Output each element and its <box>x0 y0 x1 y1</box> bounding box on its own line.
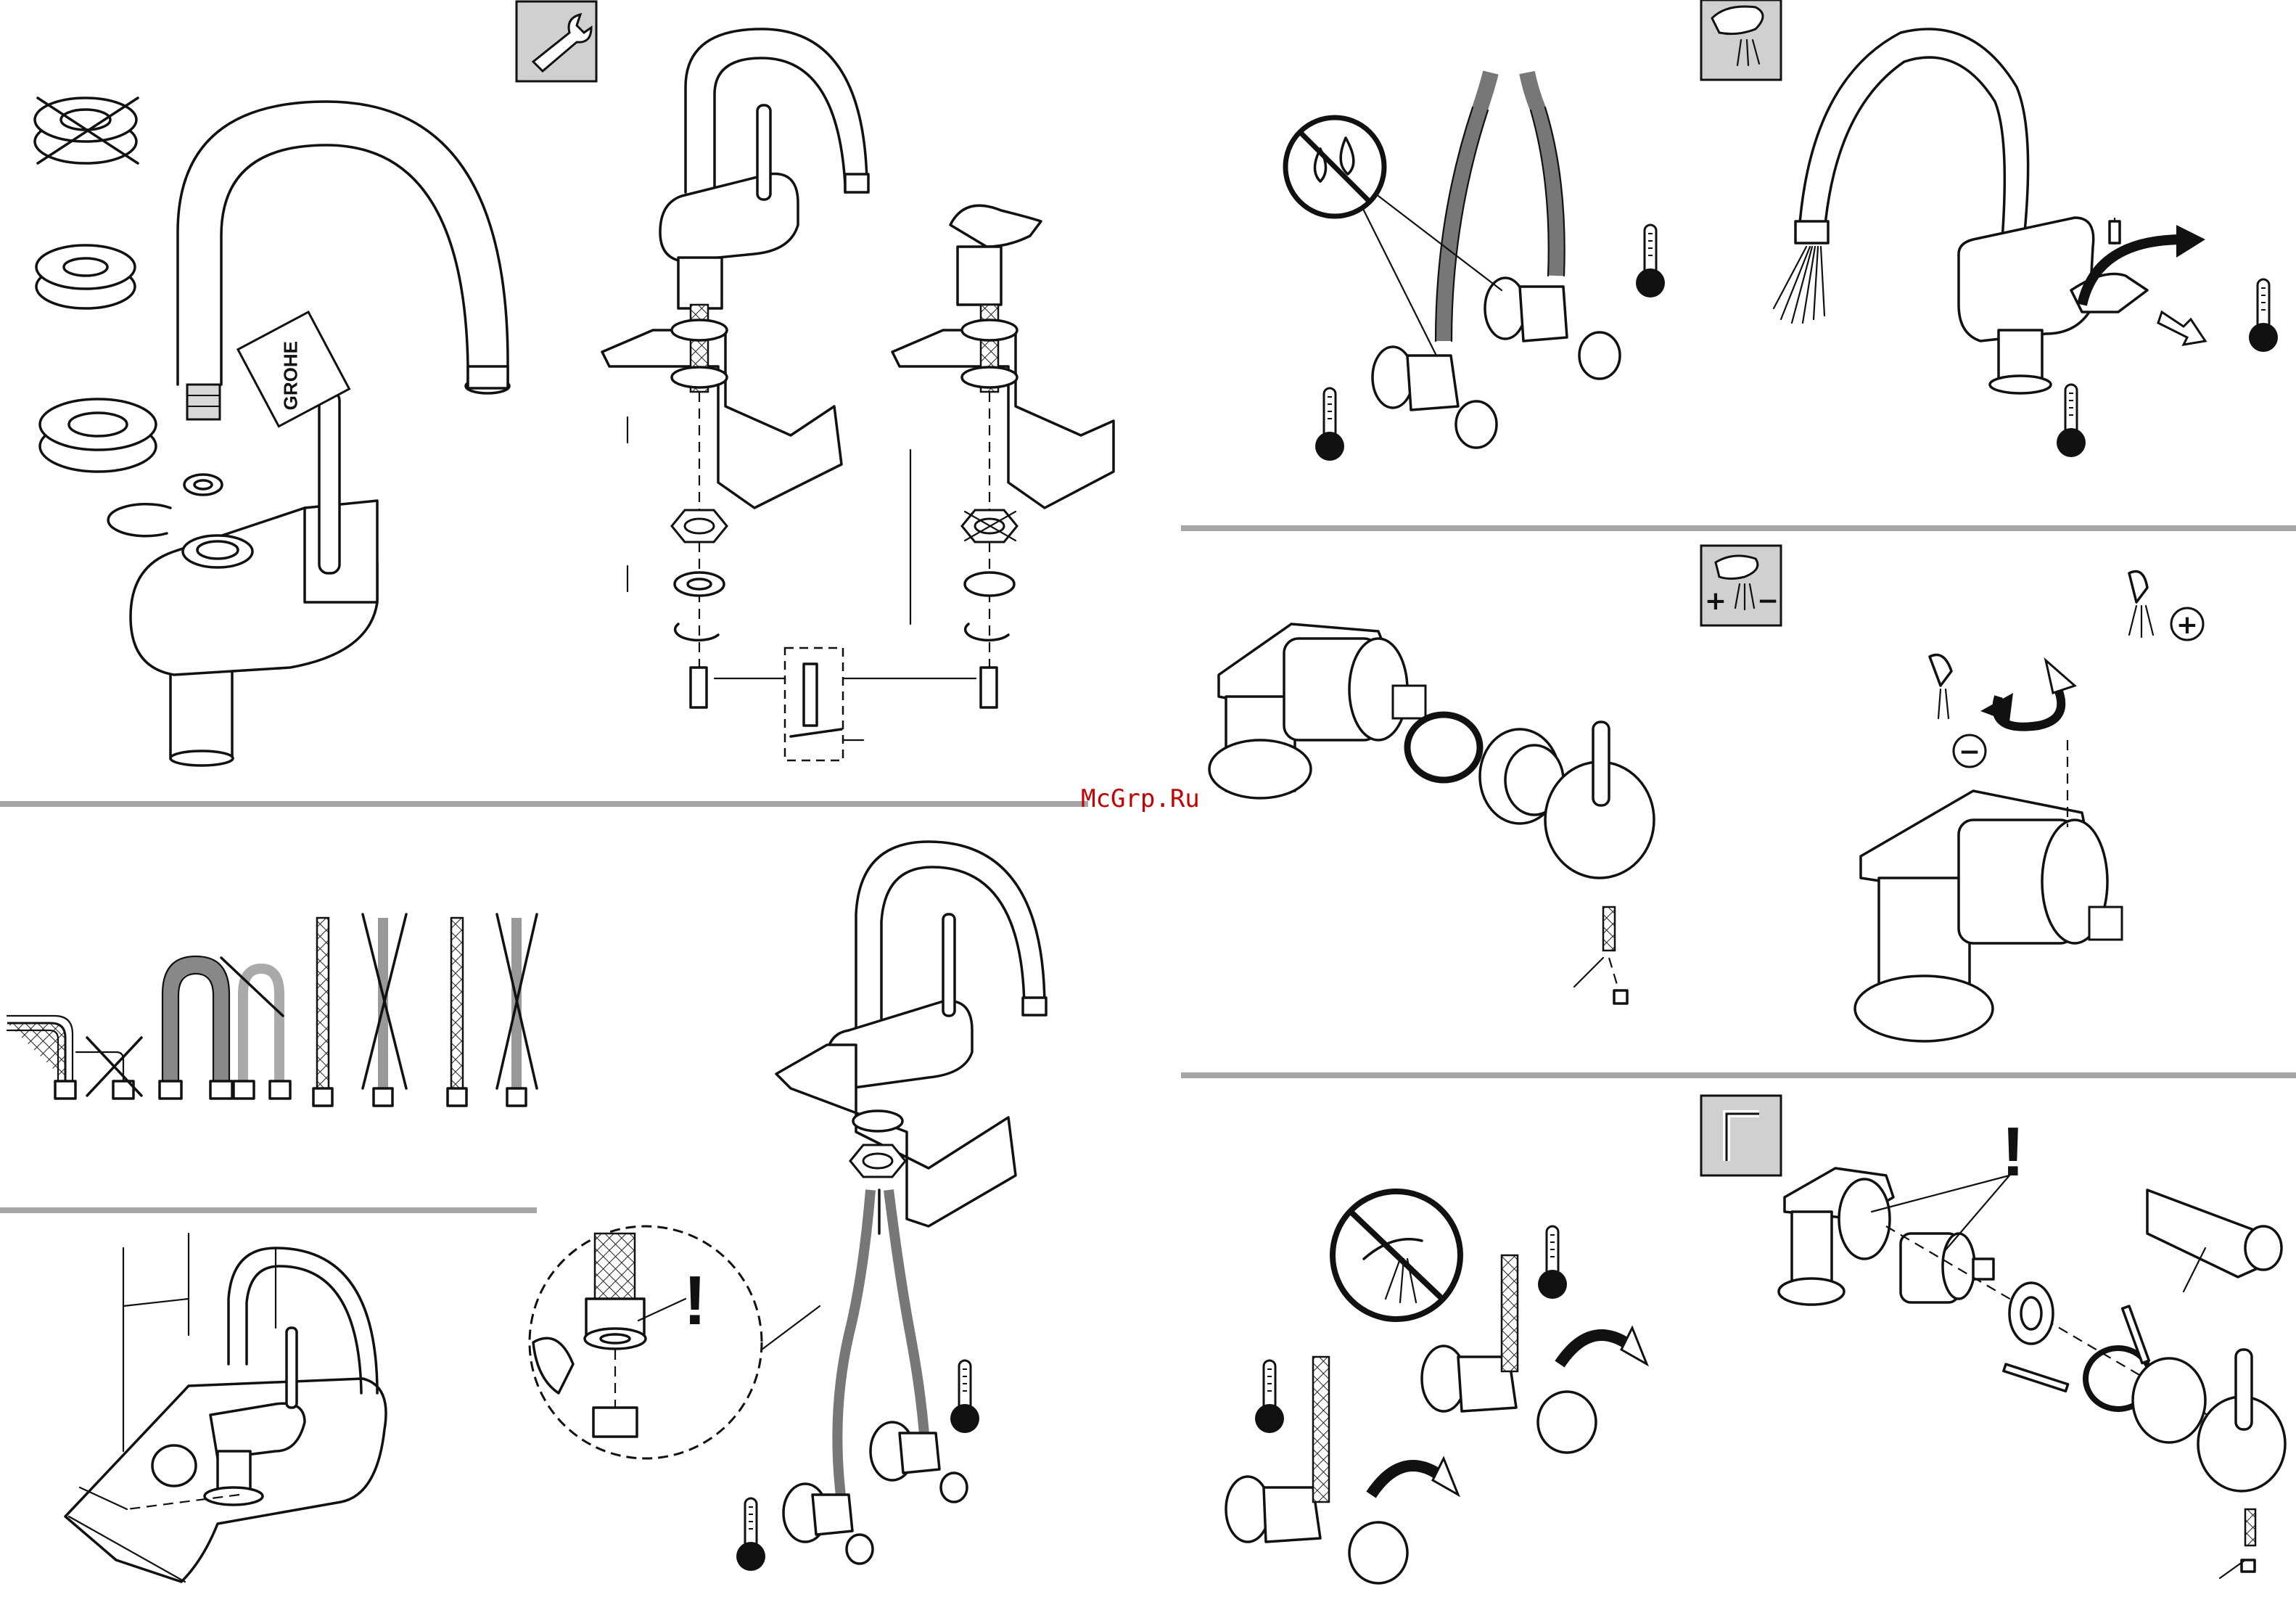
countertop-left <box>602 330 842 508</box>
hex-key-icon <box>1701 1096 1781 1175</box>
hose-u-bend <box>160 956 290 1099</box>
cartridge-exploded <box>1779 1168 2285 1578</box>
seal-detail-magnifier: ! <box>530 1226 820 1458</box>
detail-callout-box <box>715 648 976 760</box>
pull-arrow <box>2158 312 2205 345</box>
retaining-clip-icon <box>108 504 170 536</box>
temperature-adjust-icon: + − <box>1701 546 1781 625</box>
plus-label: + <box>2176 610 2198 640</box>
faucet-drawing-3 <box>950 205 1041 305</box>
faucet-drawing-2 <box>660 29 868 308</box>
plus-indicator: + <box>2171 608 2203 640</box>
spray-icon <box>1701 0 1781 80</box>
faucet-drawing-1 <box>131 102 509 765</box>
thermometer-hot-top <box>1315 388 1344 461</box>
minus-indicator: − <box>1954 735 1986 767</box>
water-spray <box>1774 247 1824 323</box>
aerator-ring-icon <box>36 245 135 308</box>
rotation-arrow-temp <box>1980 660 2075 727</box>
distance-check-panel <box>65 1233 386 1582</box>
thermometer-hot-center <box>950 1360 979 1433</box>
o-ring-part <box>1407 715 1480 780</box>
angle-valve-bottom-left <box>1226 1357 1407 1583</box>
spray-small-plus <box>2129 572 2153 638</box>
angle-valve-right <box>1485 73 1620 379</box>
angle-valve-left <box>1373 73 1497 448</box>
temperature-limiter-panel: + − <box>1209 546 2203 1041</box>
mounting-exploded-panel <box>517 1 1114 760</box>
thermometer-cold-center <box>736 1498 765 1571</box>
warning-mark: ! <box>683 1262 707 1339</box>
wrench-icon <box>517 1 596 81</box>
hose-straight-pairs <box>313 914 537 1106</box>
spray-small-minus <box>1930 655 1951 719</box>
hose-bend-wrong <box>7 1016 141 1099</box>
minus-label: − <box>1959 737 1980 767</box>
cartridge-replacement-panel: ! <box>1226 1096 2285 1583</box>
no-water-icon <box>1285 118 1384 216</box>
small-washer-icon <box>184 475 222 495</box>
faucet-drawing-5 <box>827 842 1046 1088</box>
cartridge-body-right <box>1855 740 2122 1041</box>
flushing-panel <box>1701 0 2278 457</box>
brand-label: GROHE <box>279 341 301 410</box>
thermometer-cold-flush <box>2249 279 2278 352</box>
aerator-wrong-icon <box>35 98 138 163</box>
warning-mark-cartridge: ! <box>2001 1113 2025 1191</box>
lever-handle-part <box>1545 722 1654 878</box>
hose-bending-panel <box>7 914 537 1106</box>
thermometer-hot-bottom <box>1255 1360 1284 1433</box>
angle-valve-cold <box>783 1484 873 1564</box>
no-spray-icon <box>1333 1191 1460 1319</box>
set-screw-part <box>1574 907 1627 1003</box>
countertop-right <box>892 330 1114 508</box>
watermark: McGrp.Ru <box>1081 784 1200 813</box>
thermometer-cold-top <box>1636 225 1665 297</box>
aerator-removal-panel: GROHE <box>35 98 509 765</box>
temp-minus-label: − <box>1757 586 1779 616</box>
temp-plus-label: + <box>1705 586 1727 616</box>
close-arrow-right <box>1560 1328 1647 1364</box>
cartridge-body-left <box>1209 624 1425 798</box>
angle-valve-hot <box>871 1422 967 1502</box>
thermometer-hot-flush <box>2057 385 2086 457</box>
faucet-drawing-6 <box>1795 29 2147 393</box>
close-arrow-left <box>1371 1458 1458 1495</box>
thermometer-cold-bottom <box>1538 1226 1567 1299</box>
aerator-cap-icon <box>40 399 156 472</box>
angle-valves-panel <box>1285 73 1665 461</box>
hose-connection-panel: ! <box>530 842 1046 1571</box>
